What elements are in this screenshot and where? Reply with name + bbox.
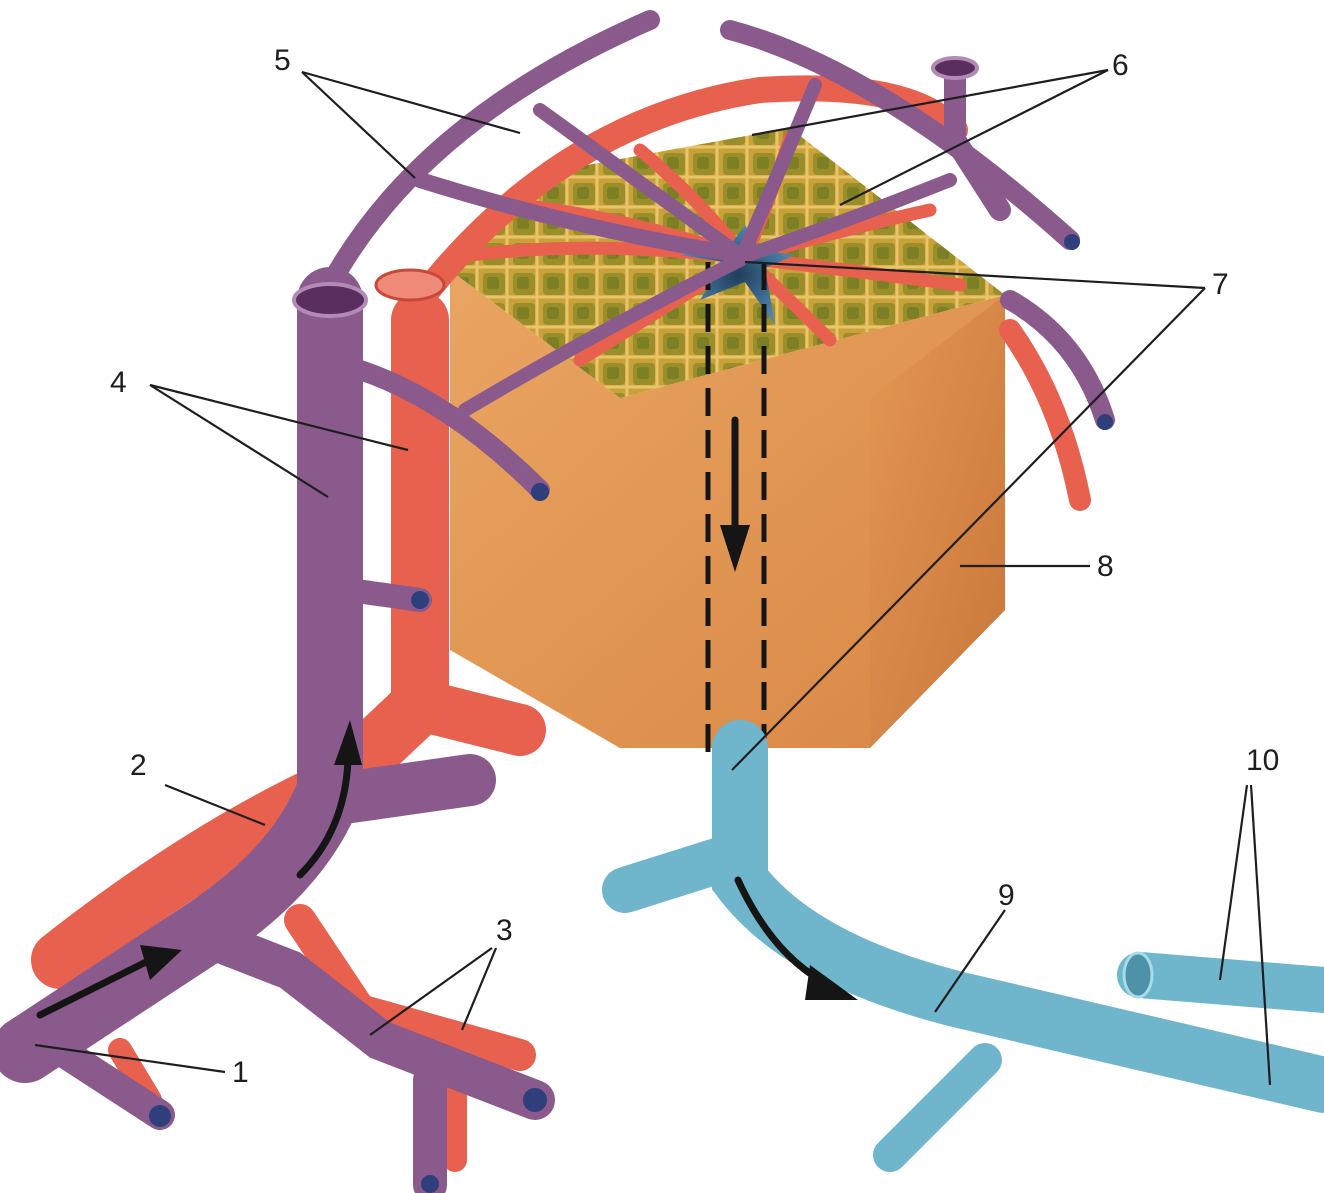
hepatic-vein-branch-down: [890, 1060, 985, 1155]
label-3: 3: [496, 914, 513, 947]
portal-vein-branch-lower: [200, 935, 535, 1100]
portal-vein-branch-right: [330, 780, 470, 800]
hepatic-artery-branch-right: [420, 705, 520, 730]
label-4: 4: [110, 366, 127, 399]
hepatic-vein-system: [625, 748, 1324, 1155]
label-1: 1: [232, 1056, 249, 1089]
label-9: 9: [998, 879, 1015, 912]
sublobular-vein: [740, 748, 1324, 1085]
label-6: 6: [1112, 49, 1129, 82]
label-2: 2: [130, 749, 147, 782]
hepatic-vein-collecting: [1140, 975, 1324, 990]
portal-vein-side-stub: [350, 590, 420, 600]
label-5: 5: [274, 44, 291, 77]
label-7: 7: [1212, 268, 1229, 301]
hepatic-vein-left-stub: [625, 860, 720, 890]
liver-lobule: [450, 128, 1005, 760]
label-10: 10: [1246, 744, 1279, 777]
label-8: 8: [1097, 550, 1114, 583]
